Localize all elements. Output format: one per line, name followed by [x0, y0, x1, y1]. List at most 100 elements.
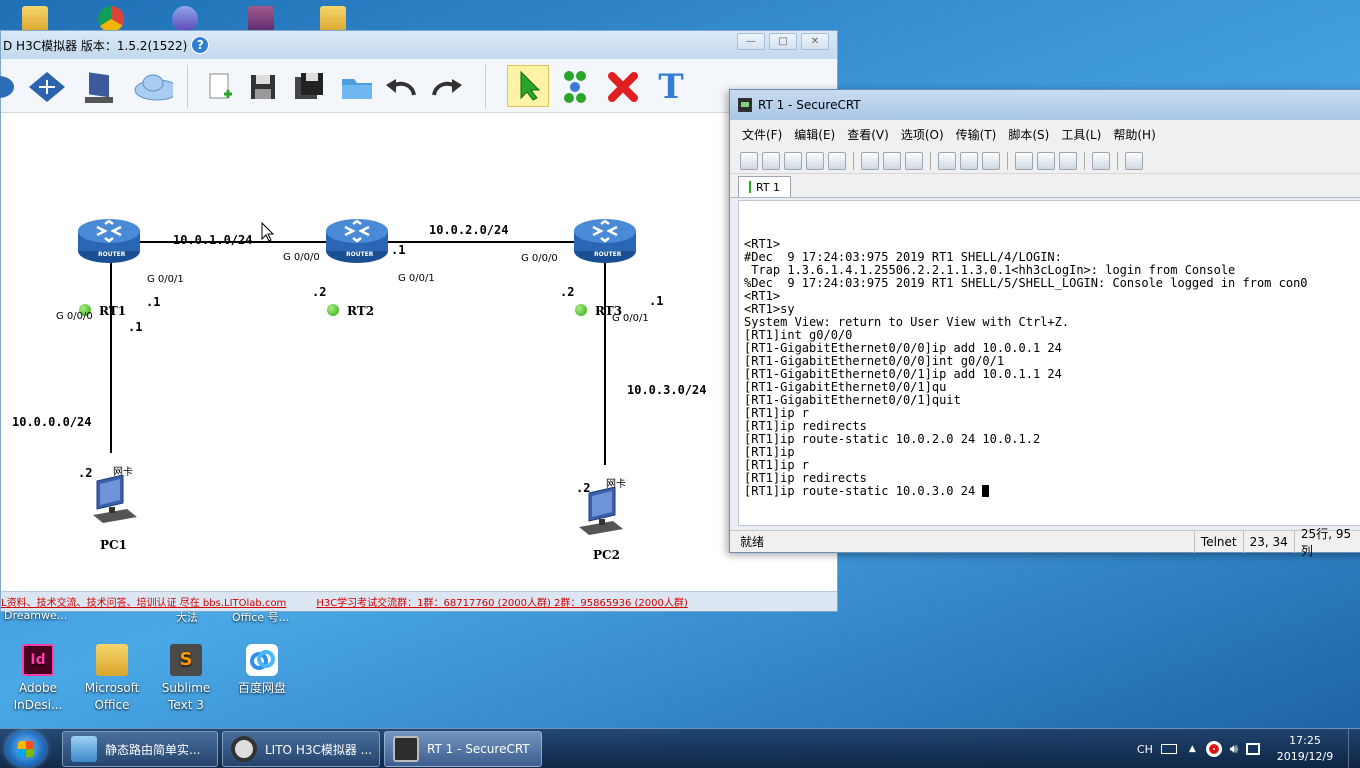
- securecrt-window: RT 1 - SecureCRT 文件(F) 编辑(E) 查看(V) 选项(O)…: [729, 89, 1360, 558]
- desktop-icon-baidu-label: 百度网盘: [237, 681, 286, 695]
- menu-options[interactable]: 选项(O): [900, 127, 944, 142]
- router-rt1[interactable]: ROUTER: [77, 217, 141, 267]
- desktop-top-folder-icon-2[interactable]: [320, 6, 346, 32]
- connect-icon[interactable]: [740, 151, 758, 170]
- taskbar-item-securecrt[interactable]: RT 1 - SecureCRT: [384, 731, 542, 767]
- input-language[interactable]: CH: [1136, 742, 1153, 756]
- connect-tab-icon[interactable]: [784, 151, 802, 170]
- status-terminal-size: 25行, 95列: [1293, 527, 1360, 558]
- paste-icon[interactable]: [883, 151, 901, 170]
- close-button[interactable]: ✕: [801, 33, 829, 50]
- chrome-icon[interactable]: [98, 6, 124, 32]
- menu-file[interactable]: 文件(F): [742, 127, 783, 142]
- clock-date: 2019/12/9: [1276, 750, 1334, 763]
- copy-icon[interactable]: [861, 151, 879, 170]
- keymap-icon[interactable]: [1059, 151, 1077, 170]
- taskbar-item-label: LITO H3C模拟器 ...: [265, 742, 373, 757]
- taskbar-item-h3c[interactable]: LITO H3C模拟器 ...: [222, 731, 380, 767]
- terminal-line: [RT1-GigabitEthernet0/0/1]quit: [744, 393, 961, 407]
- rt1-status-dot: [79, 304, 91, 316]
- pc2-computer-icon[interactable]: [577, 486, 627, 541]
- show-desktop-button[interactable]: [1348, 729, 1360, 768]
- global-options-icon[interactable]: [1037, 151, 1055, 170]
- h3c-simulator-window: D H3C模拟器 版本：1.5.2(1522) ? — □ ✕: [0, 30, 838, 612]
- router-tool-icon[interactable]: [0, 67, 19, 107]
- volume-icon[interactable]: 🔊︎: [1229, 741, 1238, 757]
- minimize-button[interactable]: —: [737, 33, 765, 50]
- redo-icon[interactable]: [427, 67, 467, 107]
- addr-rt2-left: .2: [312, 285, 327, 299]
- tray-expand-icon[interactable]: ▲: [1188, 744, 1196, 754]
- status-cursor-position: 23, 34: [1242, 530, 1294, 553]
- app-icon[interactable]: [172, 6, 198, 32]
- save-as-icon[interactable]: [289, 67, 329, 107]
- session-tab-rt1[interactable]: RT 1: [738, 176, 792, 197]
- record-icon[interactable]: [1205, 741, 1222, 757]
- sftp-icon[interactable]: [1125, 151, 1143, 170]
- print-screen-icon[interactable]: [960, 151, 978, 170]
- help-about-icon[interactable]: [1092, 151, 1110, 170]
- terminal-line: [RT1]ip r: [744, 458, 810, 472]
- desktop-icon-sublime[interactable]: S Sublime Text 3: [148, 644, 224, 714]
- taskbar-item-image-viewer[interactable]: 静态路由简单实...: [62, 731, 218, 767]
- status-link-qq-groups[interactable]: H3C学习考试交流群：1群：68717760 (2000人群) 2群：95865…: [316, 598, 688, 609]
- menu-script[interactable]: 脚本(S): [1008, 127, 1050, 142]
- desktop-icon-office[interactable]: Microsoft Office: [74, 644, 150, 714]
- connect-tool-icon[interactable]: [555, 67, 595, 107]
- print-icon[interactable]: [982, 151, 1000, 170]
- menu-help[interactable]: 帮助(H): [1113, 127, 1156, 142]
- undo-icon[interactable]: [381, 67, 421, 107]
- status-link-forum[interactable]: L资料、技术交流、技术问答、培训认证 尽在 bbs.LITOlab.com: [1, 598, 287, 609]
- terminal-line: <RT1>: [744, 237, 781, 251]
- select-pointer-icon[interactable]: [507, 65, 549, 107]
- print-setup-icon[interactable]: [938, 151, 956, 170]
- desktop-icon-indesign[interactable]: Id Adobe InDesi...: [0, 644, 76, 714]
- open-folder-icon[interactable]: [337, 67, 377, 107]
- terminal-line: [RT1]ip redirects: [744, 471, 867, 485]
- text-tool-label: T: [658, 67, 684, 107]
- start-button[interactable]: [6, 731, 46, 767]
- pc1-computer-icon[interactable]: [89, 474, 139, 529]
- clock-time: 17:25: [1289, 734, 1321, 747]
- menu-edit[interactable]: 编辑(E): [794, 127, 836, 142]
- network-icon[interactable]: [1246, 743, 1260, 755]
- help-icon[interactable]: ?: [191, 36, 210, 54]
- desktop-icon-baidu[interactable]: 百度网盘: [224, 644, 300, 697]
- disconnect-icon[interactable]: [828, 151, 846, 170]
- switch-tool-icon[interactable]: [27, 67, 67, 107]
- crt-statusbar: 就绪 Telnet 23, 34 25行, 95列: [730, 527, 1360, 558]
- delete-tool-icon[interactable]: [603, 67, 643, 107]
- new-file-icon[interactable]: [199, 67, 239, 107]
- find-icon[interactable]: [905, 151, 923, 170]
- save-icon[interactable]: [243, 67, 283, 107]
- system-tray: CH ▲ 🔊︎ 17:25 2019/12/9: [1137, 729, 1360, 768]
- terminal-line: <RT1>sy: [744, 302, 795, 316]
- topology-canvas[interactable]: ROUTER ROUTER ROUTER RT1 RT2 RT3 10.0.1.…: [1, 113, 837, 593]
- network-label-10-0-1-0: 10.0.1.0/24: [173, 233, 253, 247]
- menu-view[interactable]: 查看(V): [847, 127, 889, 142]
- router-rt3[interactable]: ROUTER: [573, 217, 637, 267]
- clock[interactable]: 17:25 2019/12/9: [1268, 733, 1342, 765]
- text-tool-icon[interactable]: T: [651, 67, 691, 107]
- terminal-cursor: [982, 485, 990, 497]
- quick-connect-icon[interactable]: [762, 151, 780, 170]
- menu-tools[interactable]: 工具(L): [1061, 127, 1102, 142]
- reconnect-icon[interactable]: [806, 151, 824, 170]
- menu-transfer[interactable]: 传输(T): [955, 127, 997, 142]
- crt-tabbar: RT 1: [730, 174, 1360, 198]
- baidu-netdisk-icon: [246, 644, 278, 676]
- terminal-output[interactable]: <RT1> #Dec 9 17:24:03:975 2019 RT1 SHELL…: [738, 200, 1360, 526]
- status-ready: 就绪: [740, 535, 765, 549]
- router-rt2[interactable]: ROUTER: [325, 217, 389, 267]
- desktop-top-folder-icon[interactable]: [22, 6, 48, 32]
- maximize-button[interactable]: □: [769, 33, 797, 50]
- cloud-tool-icon[interactable]: [133, 67, 173, 107]
- port-rt3-g000: G 0/0/0: [521, 253, 558, 264]
- keyboard-icon[interactable]: [1160, 744, 1177, 754]
- desktop-icon-sublime-label: Sublime Text 3: [161, 681, 211, 712]
- winrar-icon[interactable]: [248, 6, 274, 32]
- session-options-icon[interactable]: [1015, 151, 1033, 170]
- rt3-status-dot: [575, 304, 587, 316]
- pc-tool-icon[interactable]: [79, 67, 119, 107]
- port-rt1-g000: G 0/0/0: [56, 311, 93, 322]
